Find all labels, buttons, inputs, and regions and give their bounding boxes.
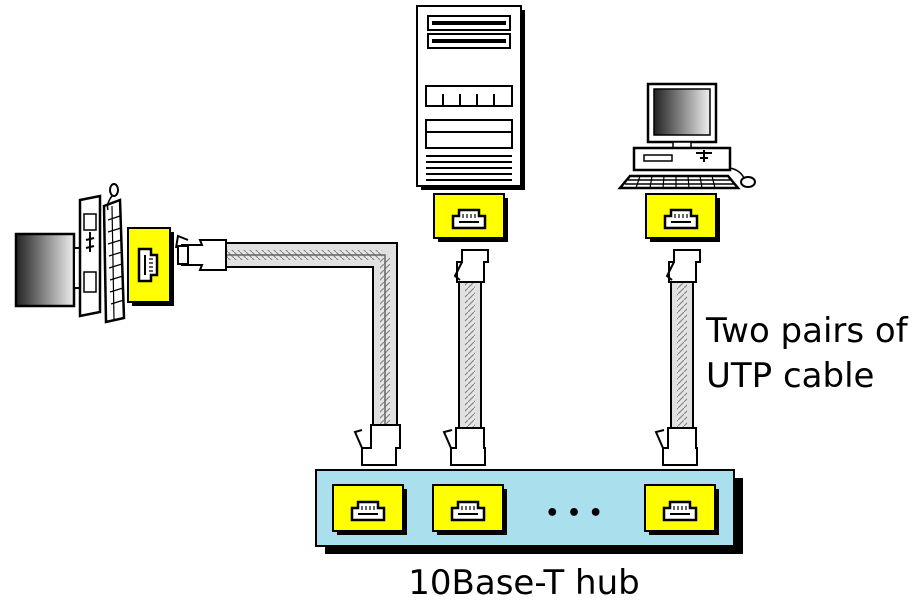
hub-port-2 [432, 484, 507, 535]
cable-label-line1: Two pairs of [705, 311, 909, 351]
mouse-icon [740, 176, 756, 188]
cable-label-line2: UTP cable [706, 356, 874, 396]
side-mouse-icon [109, 183, 119, 197]
hub-port-1 [332, 484, 407, 535]
nic-jack-computer [127, 227, 174, 306]
hub: • • • [315, 469, 743, 554]
utp-cable-3 [654, 249, 701, 466]
hub-port-3 [644, 484, 719, 535]
utp-cable-1 [175, 234, 401, 466]
side-monitor [14, 232, 76, 308]
nic-jack-server [433, 193, 508, 242]
keyboard [617, 174, 741, 190]
server-tower [416, 5, 525, 190]
rj45-plug-3b [654, 427, 698, 466]
computer-side-view [14, 183, 126, 324]
rj45-plug-1b [353, 424, 401, 466]
rj45-plug-2a [453, 249, 489, 283]
hub-ellipsis: • • • [545, 501, 603, 526]
rj45-plug-2b [442, 427, 486, 466]
rj45-plug-1a [175, 234, 227, 271]
nic-jack-desktop [645, 193, 720, 242]
hub-label: 10Base-T hub [408, 563, 639, 600]
desktop-workstation [617, 82, 756, 190]
rj45-plug-3a [665, 249, 701, 283]
monitor-screen [653, 88, 711, 136]
side-keyboard [102, 198, 126, 324]
utp-cable-2 [442, 249, 489, 466]
